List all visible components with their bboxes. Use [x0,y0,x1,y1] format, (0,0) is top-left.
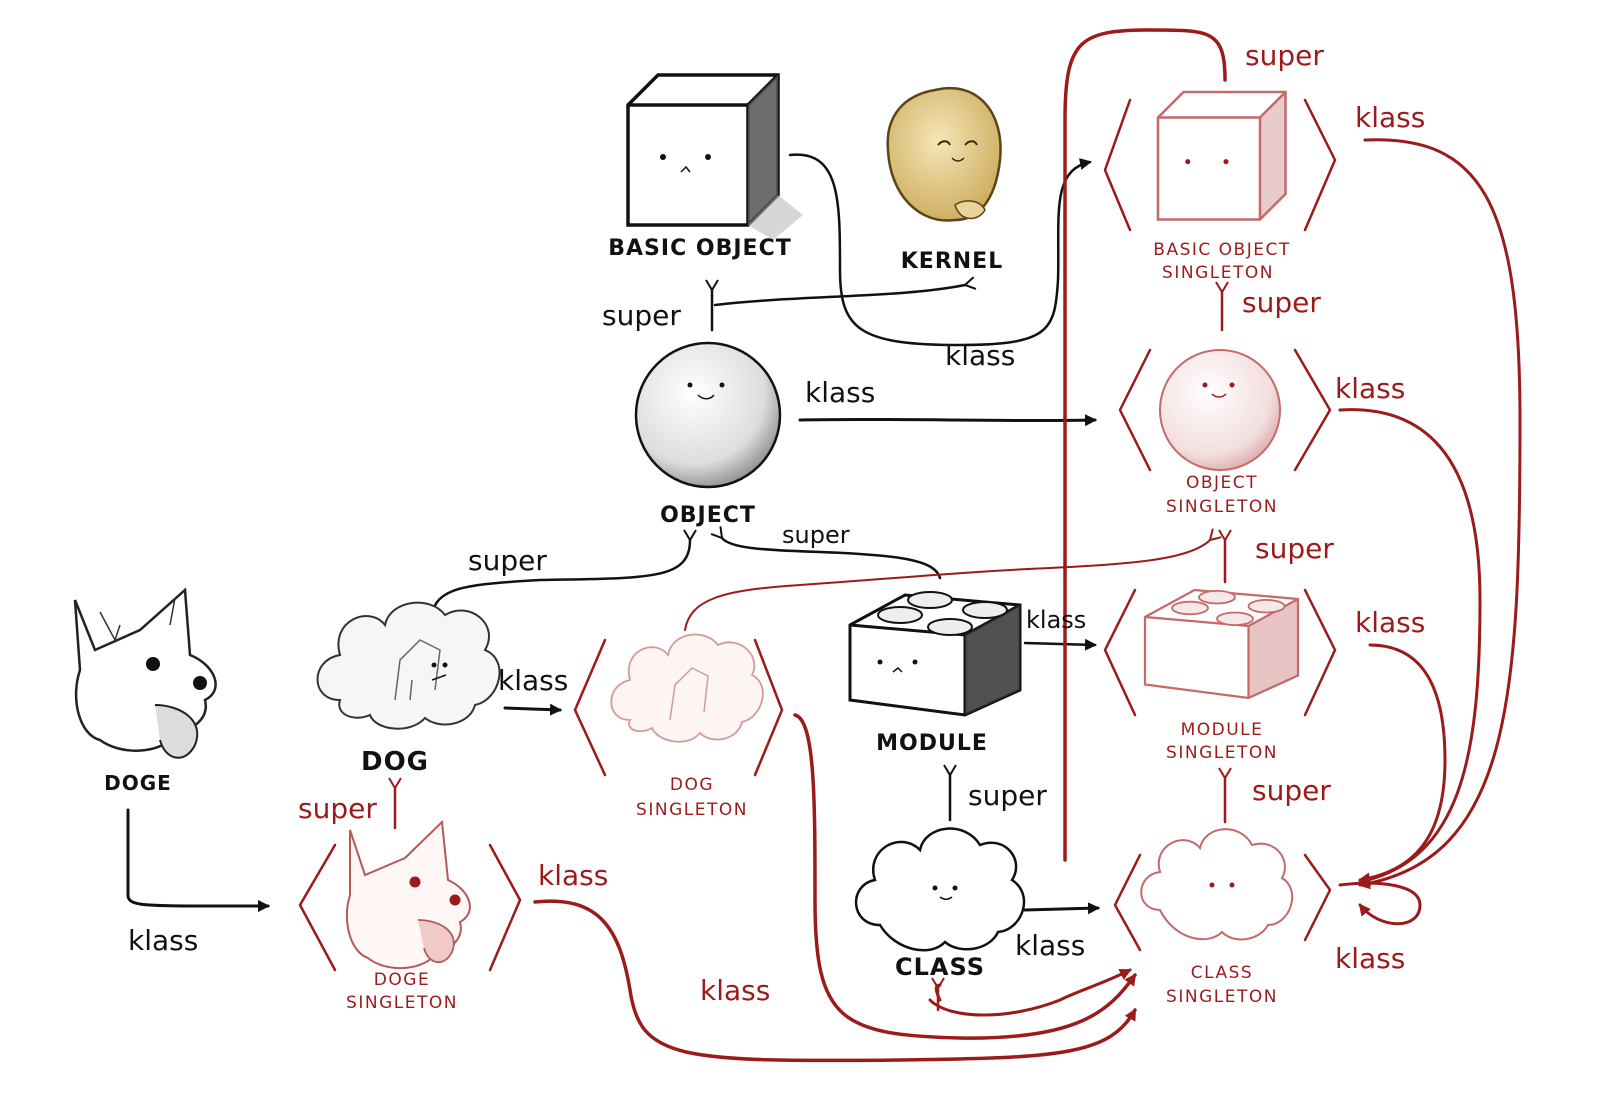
object-label: OBJECT [660,503,756,528]
edge-label-klass: klass [1335,942,1405,975]
edge-label-klass: klass [1026,606,1086,634]
kernel-node: KERNEL [886,86,1003,274]
module-singleton-node: MODULE SINGLETON [1103,588,1337,763]
cube-icon [1156,90,1287,221]
edge-label-klass: klass [1015,929,1085,962]
cloud-icon [1140,828,1294,941]
class-singleton-label-1: CLASS [1191,963,1253,983]
dog-node: DOG [316,601,501,777]
black-edges [126,153,1100,915]
edge-label-super: super [602,299,681,332]
basic-object-label: BASIC OBJECT [608,236,791,261]
edge-label-super: super [782,521,850,549]
edge-label-klass: klass [1335,372,1405,405]
sphere-icon [634,341,782,489]
red-edges [388,28,1522,1063]
edge-label-klass: klass [1355,606,1425,639]
module-singleton-label-2: SINGLETON [1166,743,1278,763]
module-node: MODULE [848,591,1022,756]
dog-head-icon [345,819,471,970]
edge-label-klass: klass [498,664,568,697]
object-singleton-label-2: SINGLETON [1166,497,1278,517]
object-node: OBJECT [634,341,782,528]
class-singleton-node: CLASS SINGLETON [1113,828,1332,1007]
doge-singleton-node: DOGE SINGLETON [298,819,522,1013]
object-singleton-node: OBJECT SINGLETON [1118,348,1332,517]
object-singleton-label-1: OBJECT [1186,473,1258,493]
module-singleton-label-1: MODULE [1181,720,1264,740]
edge-label-klass: klass [700,974,770,1007]
dog-singleton-node: DOG SINGLETON [573,633,784,820]
edge-label-super: super [468,544,547,577]
doge-label: DOGE [104,771,172,795]
dog-singleton-label-1: DOG [670,775,714,795]
edge-label-super: super [1255,532,1334,565]
sphere-icon [1159,349,1281,471]
basic-object-singleton-label-2: SINGLETON [1162,263,1274,283]
edge-labels: super klass klass super super klass klas… [128,39,1425,1007]
basic-object-node: BASIC OBJECT [608,73,803,261]
doge-singleton-label-1: DOGE [374,970,430,990]
edge-label-klass: klass [128,924,198,957]
edge-label-klass: klass [538,859,608,892]
bean-icon [886,86,1002,222]
class-node: CLASS [854,827,1026,981]
dog-label: DOG [361,747,429,777]
doge-singleton-label-2: SINGLETON [346,993,458,1013]
edge-label-super: super [298,792,377,825]
class-label: CLASS [895,953,985,981]
module-label: MODULE [876,731,988,756]
edge-label-super: super [1252,774,1331,807]
edge-label-super: super [968,779,1047,812]
dog-head-icon [73,587,217,759]
cloud-icon [854,827,1026,952]
basic-object-singleton-node: BASIC OBJECT SINGLETON [1103,90,1337,283]
cloud-dog-icon [610,633,764,743]
edge-label-klass: klass [805,376,875,409]
lego-brick-icon [848,591,1022,717]
lego-brick-icon [1143,588,1300,700]
kernel-label: KERNEL [901,249,1003,274]
edge-label-klass: klass [945,339,1015,372]
edge-label-super: super [1245,39,1324,72]
edge-label-klass: klass [1355,101,1425,134]
class-singleton-label-2: SINGLETON [1166,987,1278,1007]
dog-singleton-label-2: SINGLETON [636,800,748,820]
basic-object-singleton-label-1: BASIC OBJECT [1153,240,1290,260]
cube-icon [626,73,803,240]
edge-label-super: super [1242,286,1321,319]
doge-node: DOGE [73,587,217,795]
cloud-dog-icon [316,601,501,730]
